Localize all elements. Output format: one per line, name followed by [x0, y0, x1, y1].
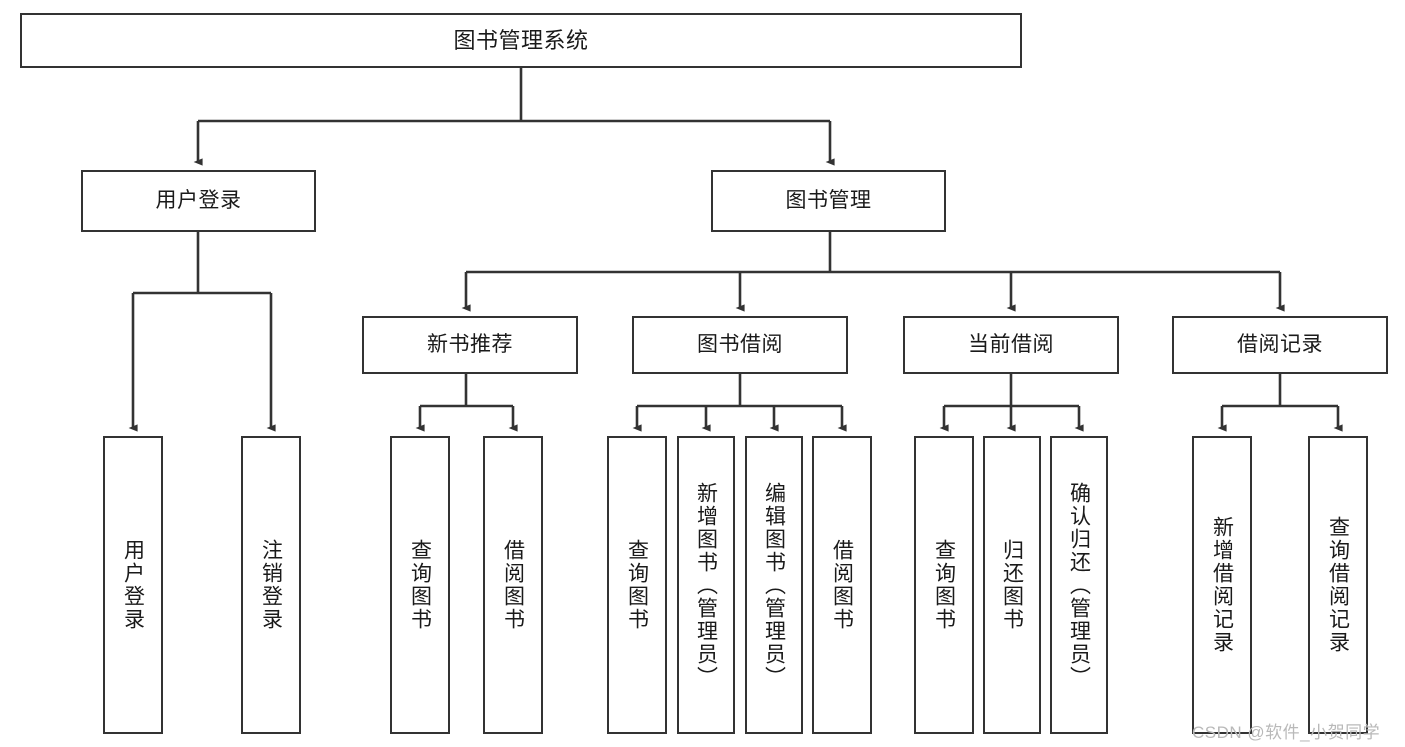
node-root-system[interactable]: 图书管理系统: [20, 13, 1022, 68]
node-book-borrow[interactable]: 图书借阅: [632, 316, 848, 374]
leaf-borrow-edit-book-admin[interactable]: 编辑图书（管理员）: [745, 436, 803, 734]
node-label: 查询借阅记录: [1326, 516, 1350, 654]
leaf-current-confirm-return-admin[interactable]: 确认归还（管理员）: [1050, 436, 1108, 734]
node-label: 归还图书: [1000, 539, 1024, 631]
node-new-book-recommend[interactable]: 新书推荐: [362, 316, 578, 374]
node-label: 用户登录: [155, 188, 242, 212]
leaf-user-login-logout[interactable]: 注销登录: [241, 436, 301, 734]
node-label: 当前借阅: [968, 332, 1054, 356]
leaf-record-query-record[interactable]: 查询借阅记录: [1308, 436, 1368, 734]
node-label: 查询图书: [408, 539, 432, 631]
node-label: 新增图书（管理员）: [694, 481, 718, 689]
leaf-borrow-query-book[interactable]: 查询图书: [607, 436, 667, 734]
node-label: 查询图书: [625, 539, 649, 631]
node-label: 图书借阅: [697, 332, 783, 356]
csdn-watermark: CSDN @软件_小贺同学: [1192, 723, 1381, 742]
node-label: 新增借阅记录: [1210, 516, 1234, 654]
node-current-borrow[interactable]: 当前借阅: [903, 316, 1119, 374]
leaf-recommend-borrow-book[interactable]: 借阅图书: [483, 436, 543, 734]
leaf-borrow-borrow-book[interactable]: 借阅图书: [812, 436, 872, 734]
leaf-user-login-login[interactable]: 用户登录: [103, 436, 163, 734]
node-label: 图书管理: [785, 188, 872, 212]
node-label: 用户登录: [121, 539, 145, 631]
leaf-record-add-record[interactable]: 新增借阅记录: [1192, 436, 1252, 734]
node-label: 确认归还（管理员）: [1067, 481, 1091, 689]
node-label: 查询图书: [932, 539, 956, 631]
leaf-recommend-query-book[interactable]: 查询图书: [390, 436, 450, 734]
leaf-borrow-add-book-admin[interactable]: 新增图书（管理员）: [677, 436, 735, 734]
node-label: 编辑图书（管理员）: [762, 481, 786, 689]
node-label: 借阅图书: [830, 539, 854, 631]
node-label: 新书推荐: [427, 332, 513, 356]
node-label: 借阅图书: [501, 539, 525, 631]
leaf-current-query-book[interactable]: 查询图书: [914, 436, 974, 734]
node-borrow-record[interactable]: 借阅记录: [1172, 316, 1388, 374]
node-label: 注销登录: [259, 539, 283, 631]
node-label: 图书管理系统: [453, 27, 589, 53]
node-book-management[interactable]: 图书管理: [711, 170, 946, 232]
node-label: 借阅记录: [1237, 332, 1323, 356]
leaf-current-return-book[interactable]: 归还图书: [983, 436, 1041, 734]
node-user-login[interactable]: 用户登录: [81, 170, 316, 232]
